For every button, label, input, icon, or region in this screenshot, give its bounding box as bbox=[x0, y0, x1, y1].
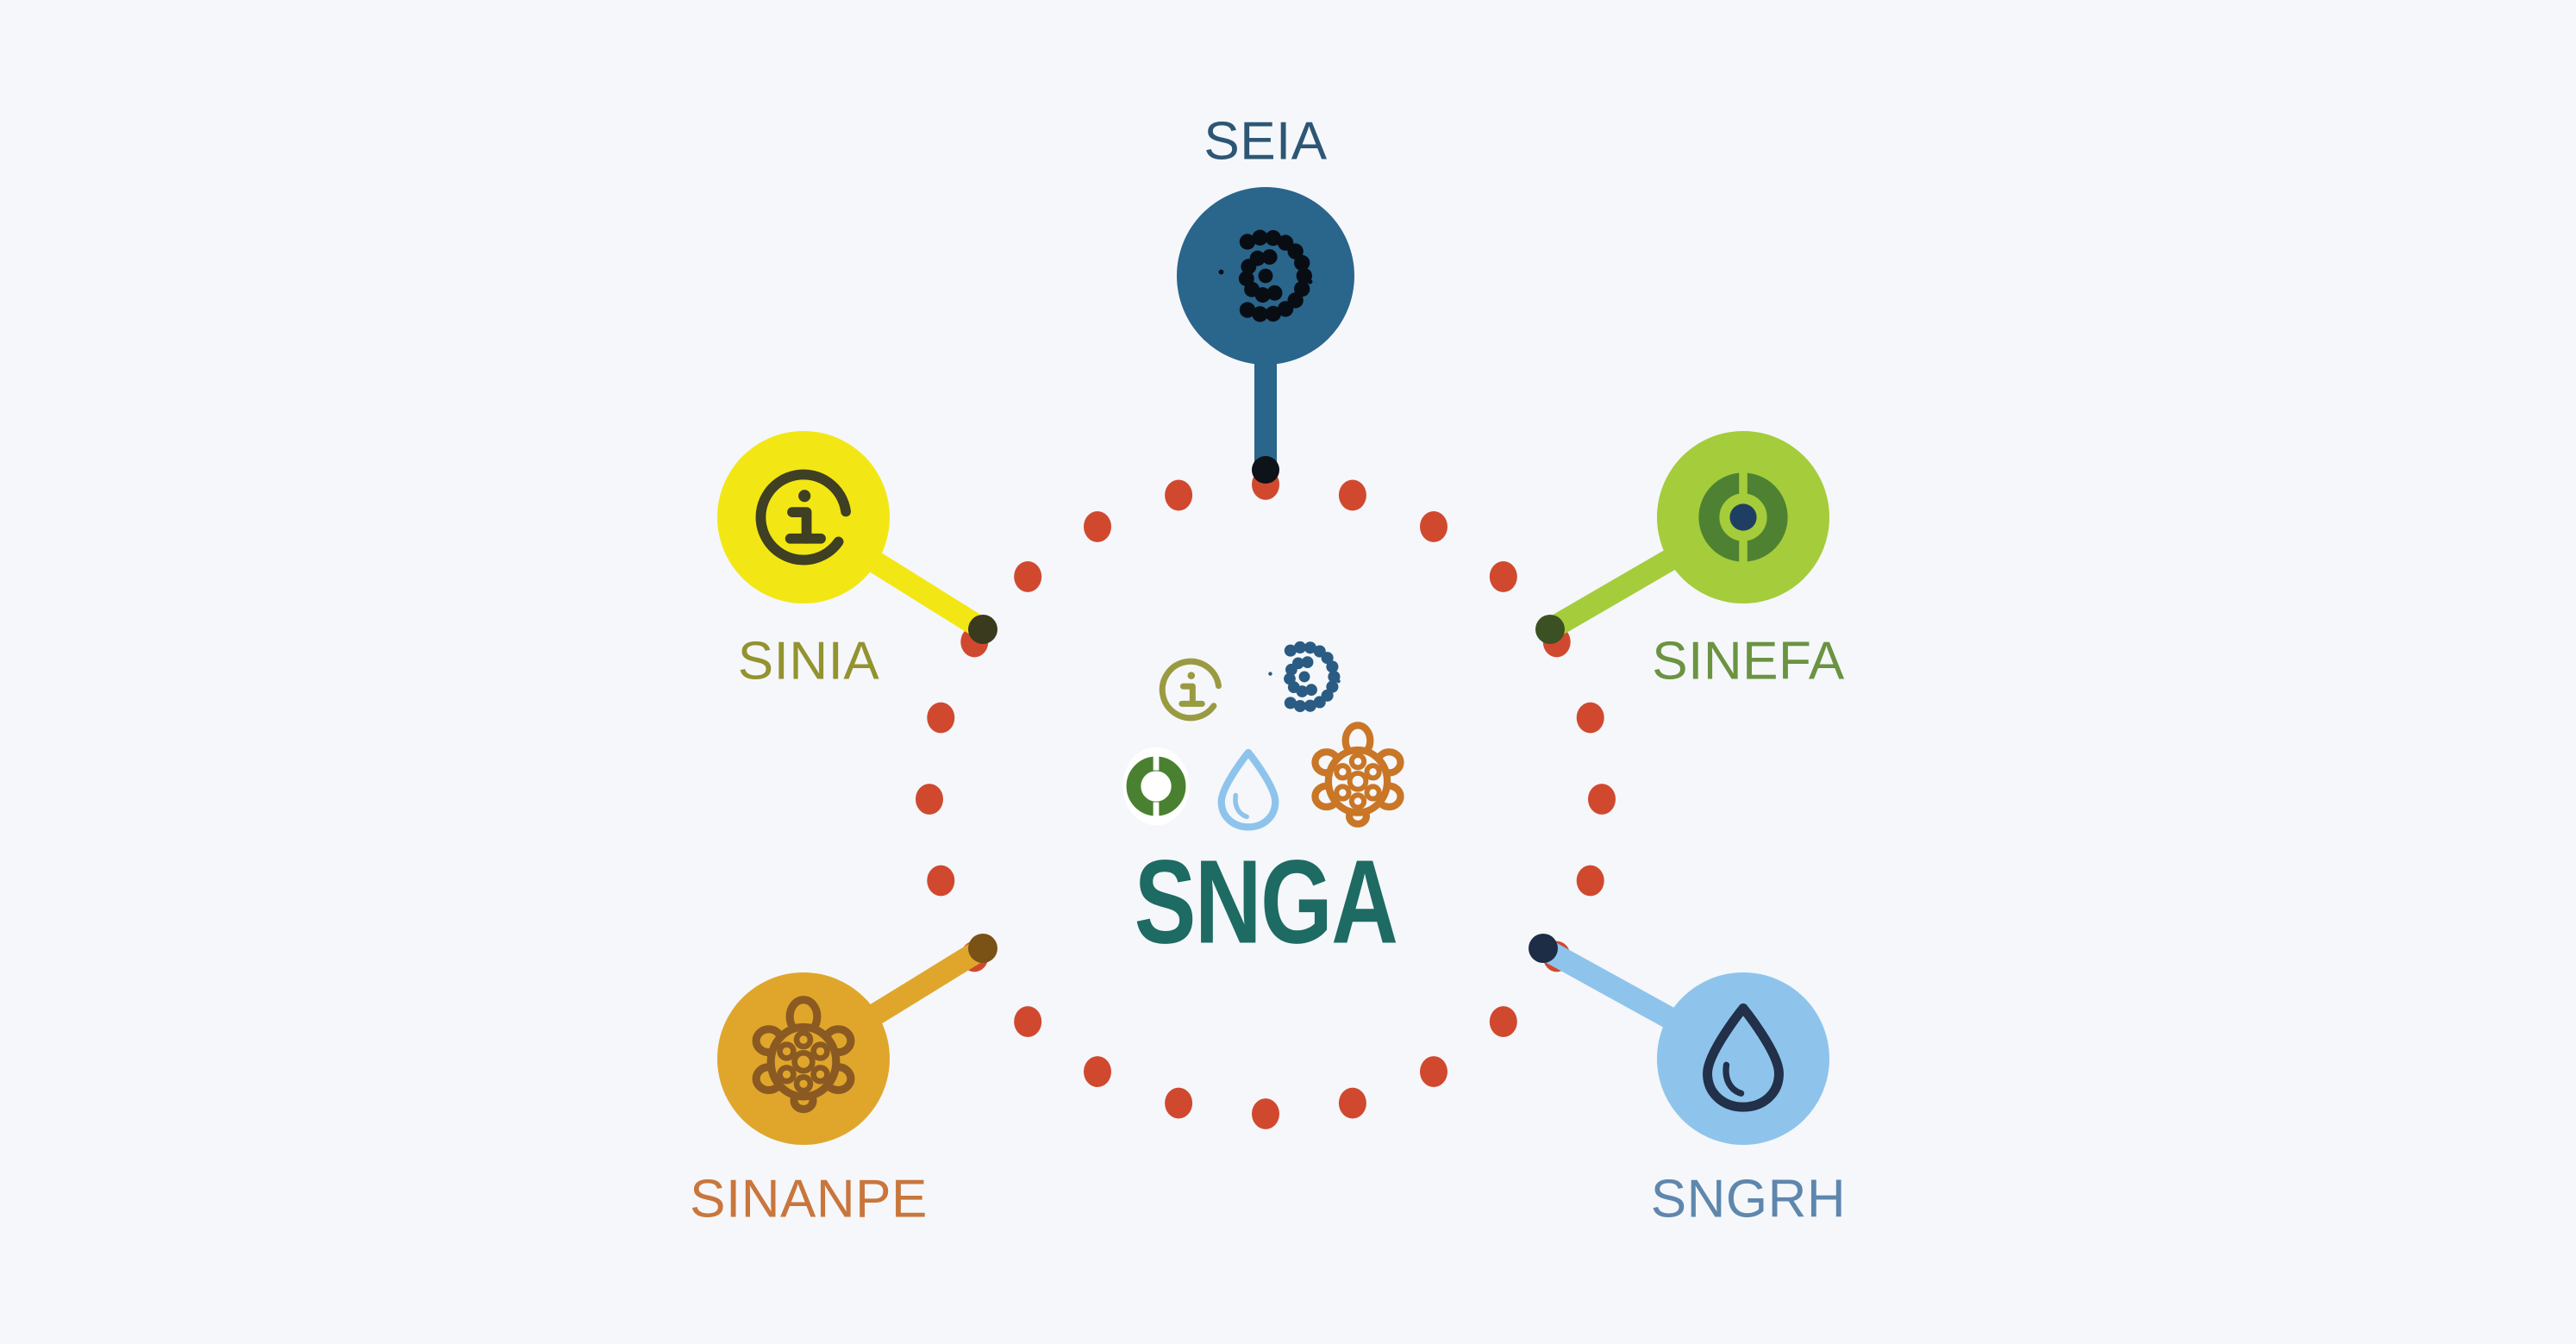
ring-dot bbox=[1576, 865, 1604, 897]
center-icon-cluster bbox=[1122, 641, 1404, 831]
ring-dot bbox=[1338, 479, 1366, 511]
ring-dot bbox=[1420, 1056, 1447, 1088]
node-stem-tip-seia bbox=[1252, 456, 1279, 484]
ring-dot bbox=[1338, 1087, 1366, 1119]
node-stem-tip-sinanpe bbox=[968, 934, 997, 963]
ring-dot bbox=[1588, 784, 1616, 815]
water-drop-icon bbox=[1703, 1003, 1784, 1112]
ring-dot bbox=[1165, 1087, 1193, 1119]
ring-dot bbox=[1014, 560, 1042, 592]
node-sinia[interactable] bbox=[717, 431, 890, 603]
node-seia[interactable] bbox=[1177, 187, 1354, 365]
ring-dot bbox=[1014, 1006, 1042, 1038]
ring-dot bbox=[1084, 1056, 1111, 1088]
center-seia-dots-icon bbox=[1268, 641, 1341, 713]
center-label-snga: SNGA bbox=[1134, 835, 1398, 969]
node-sngrh[interactable] bbox=[1657, 972, 1829, 1145]
center-ring-dots bbox=[916, 469, 1616, 1129]
node-stem-tip-sinia bbox=[968, 615, 997, 644]
center-info-icon bbox=[1159, 658, 1222, 722]
ring-dot bbox=[1489, 560, 1517, 592]
node-stem-tip-sinefa bbox=[1535, 615, 1565, 644]
node-stem-tip-sngrh bbox=[1529, 934, 1558, 963]
ring-dot bbox=[1252, 1098, 1279, 1129]
node-circle-sngrh bbox=[1657, 972, 1829, 1145]
target-ring-icon bbox=[1698, 463, 1788, 572]
info-icon bbox=[755, 469, 852, 566]
ring-dot bbox=[916, 784, 943, 815]
ring-dot bbox=[1576, 702, 1604, 734]
ring-dot bbox=[1165, 479, 1193, 511]
ring-dot bbox=[1084, 510, 1111, 542]
ring-dot bbox=[1420, 510, 1447, 542]
node-circles bbox=[717, 187, 1829, 1145]
turtle-icon bbox=[752, 996, 855, 1114]
ring-dot bbox=[1489, 1006, 1517, 1038]
center-water-drop-icon bbox=[1217, 748, 1279, 831]
ring-dot bbox=[927, 702, 955, 734]
center-turtle-icon bbox=[1311, 722, 1404, 828]
center-target-ring-icon bbox=[1122, 747, 1190, 826]
node-sinanpe[interactable] bbox=[717, 972, 890, 1145]
ring-dot bbox=[927, 865, 955, 897]
seia-dots-icon bbox=[1218, 229, 1313, 322]
node-sinefa[interactable] bbox=[1657, 431, 1829, 603]
